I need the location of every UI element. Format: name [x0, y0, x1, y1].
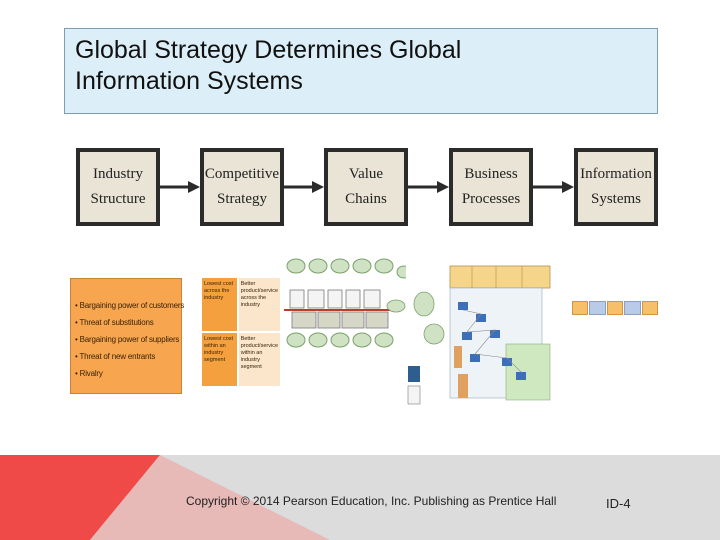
flow-box-value-chains: Value Chains — [324, 148, 408, 226]
five-forces-panel: • Bargaining power of customers • Threat… — [70, 278, 185, 394]
information-systems-components — [572, 301, 659, 315]
arrow-right-icon — [284, 181, 324, 193]
strategy-cell: Lowest cost across the industry — [202, 278, 237, 331]
force-item: • Threat of new entrants — [75, 352, 156, 361]
slide-title: Global Strategy Determines Global Inform… — [75, 36, 462, 95]
force-item: • Bargaining power of suppliers — [75, 335, 180, 344]
force-item: • Bargaining power of customers — [75, 301, 185, 310]
force-item: • Threat of substitutions — [75, 318, 154, 327]
strategy-cell: Lowest cost within an industry segment — [202, 333, 237, 386]
footer-decoration — [0, 455, 720, 540]
is-component-block — [624, 301, 641, 315]
competitive-strategy-grid: Lowest cost across the industry Better p… — [202, 278, 280, 386]
value-chain-diagram — [284, 258, 406, 348]
flow-label-value-chains: Value Chains — [345, 166, 387, 207]
arrow-right-icon — [533, 181, 574, 193]
business-process-diagram — [407, 265, 551, 405]
flow-label-business-processes: Business Processes — [461, 166, 521, 207]
is-component-block — [572, 301, 589, 315]
page-number: ID-4 — [606, 496, 631, 511]
arrow-right-icon — [408, 181, 449, 193]
is-component-block — [589, 301, 606, 315]
flow-box-competitive-strategy: Competitive Strategy — [200, 148, 284, 226]
is-component-block — [606, 301, 624, 315]
arrow-right-icon — [160, 181, 200, 193]
flow-label-information-systems: Information Systems — [580, 166, 652, 207]
force-item: • Rivalry — [75, 369, 103, 378]
strategy-cell: Better product/service within an industr… — [238, 333, 280, 386]
slide-title-box: Global Strategy Determines Global Inform… — [64, 28, 658, 114]
strategy-cell: Better product/service across the indust… — [238, 278, 280, 331]
flow-label-competitive-strategy: Competitive Strategy — [204, 166, 280, 207]
copyright-text: Copyright © 2014 Pearson Education, Inc.… — [186, 494, 557, 508]
flow-label-industry-structure: Industry Structure — [90, 166, 146, 207]
is-component-block — [641, 301, 659, 315]
flow-box-business-processes: Business Processes — [449, 148, 533, 226]
flow-box-industry-structure: Industry Structure — [76, 148, 160, 226]
flow-box-information-systems: Information Systems — [574, 148, 658, 226]
